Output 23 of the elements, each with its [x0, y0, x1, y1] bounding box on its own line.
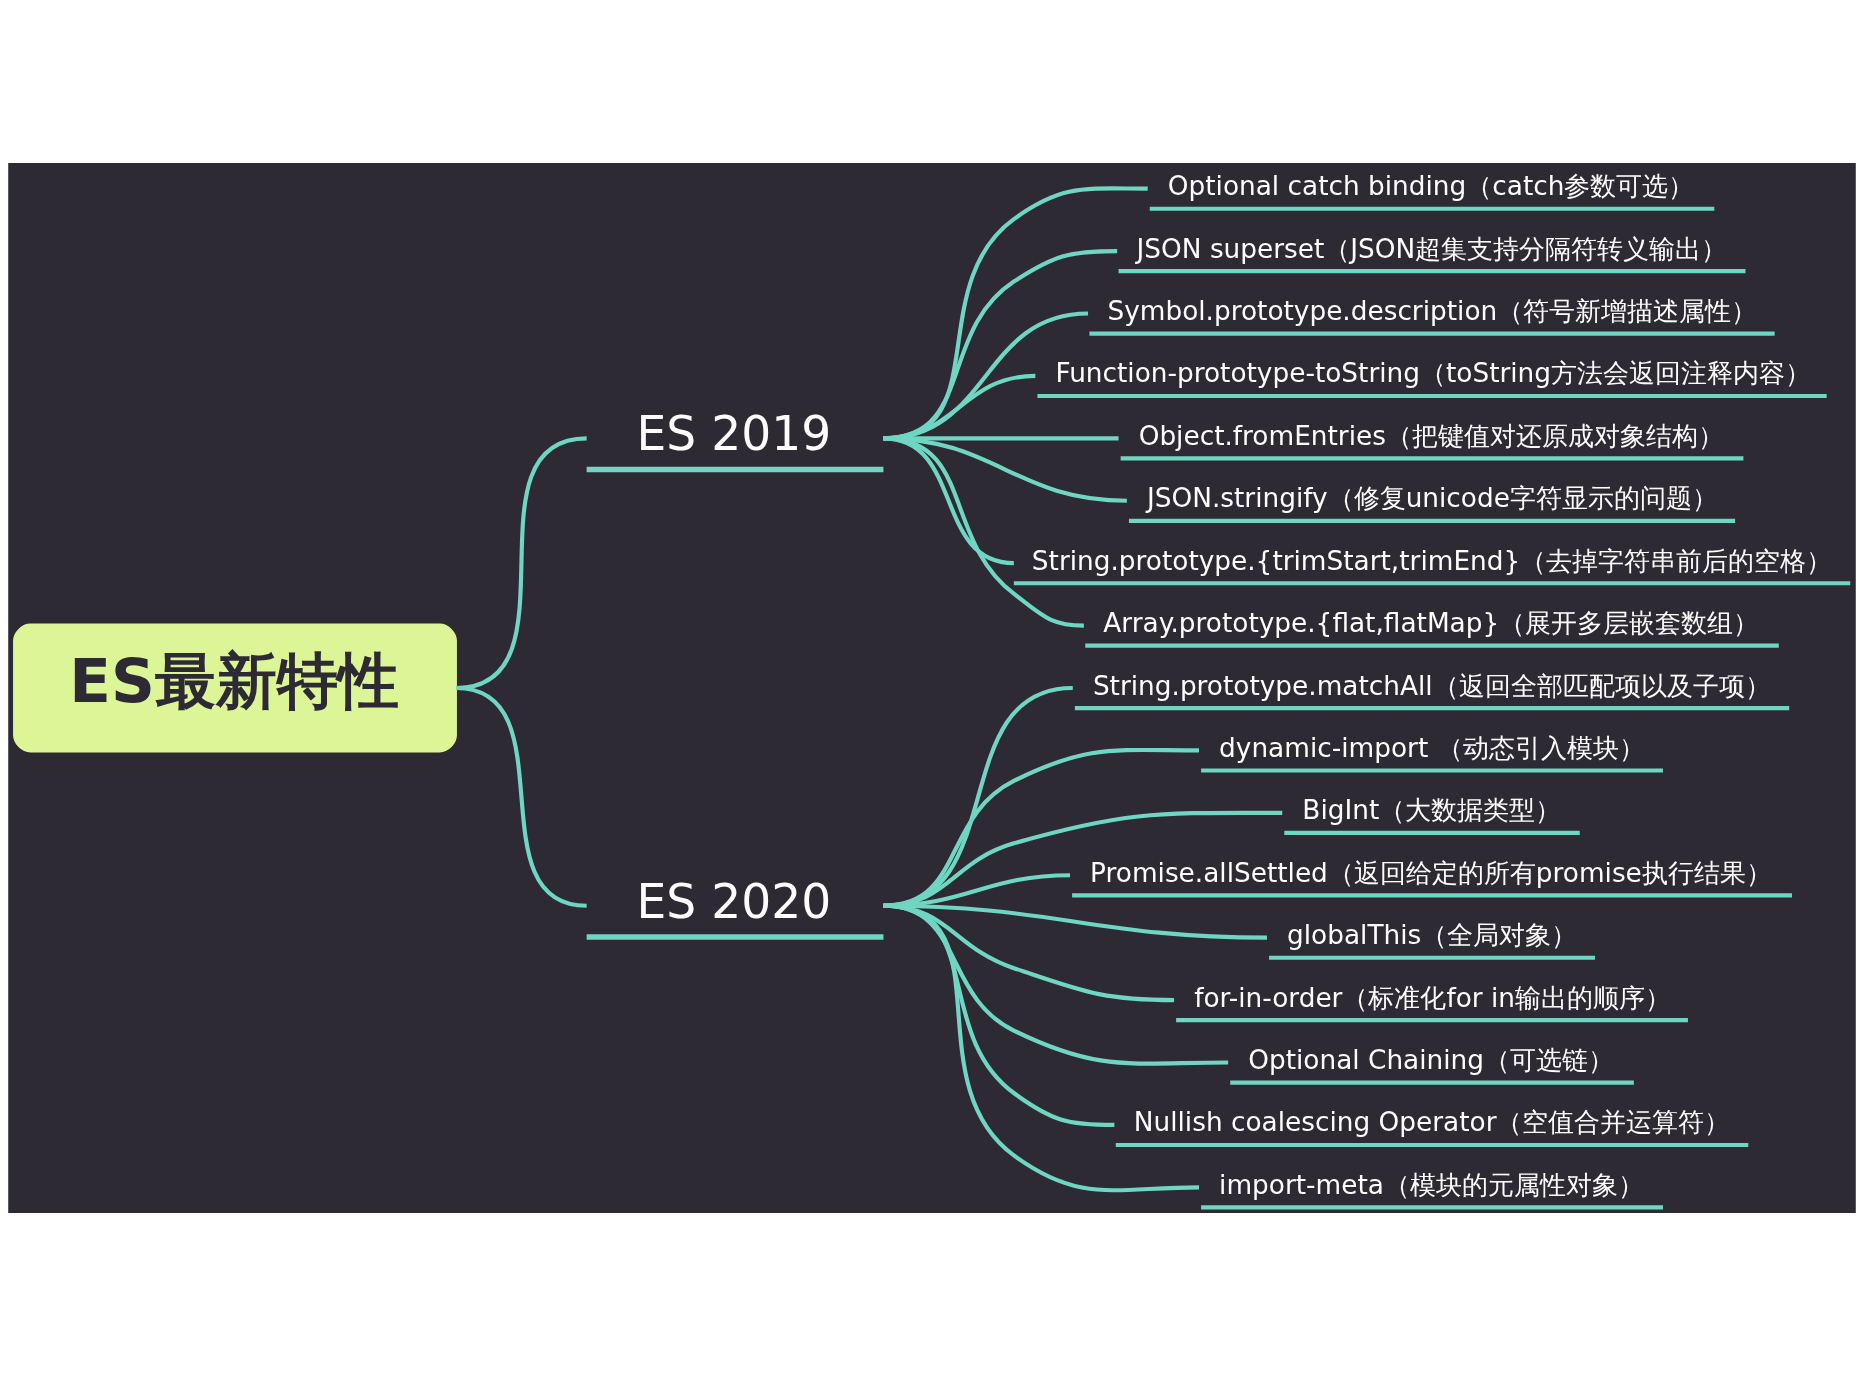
connector	[883, 436, 1084, 628]
node-text: ES 2019	[636, 406, 832, 462]
node-text: String.prototype.matchAll（返回全部匹配项以及子项）	[1092, 670, 1771, 701]
node-text: dynamic-import （动态引入模块）	[1219, 732, 1645, 763]
node-text: Object.fromEntries（把键值对还原成对象结构）	[1138, 420, 1724, 451]
node-text: Array.prototype.{flat,flatMap}（展开多层嵌套数组）	[1103, 608, 1760, 639]
node-text: ES 2020	[636, 873, 832, 929]
node-text: Optional Chaining（可选链）	[1248, 1045, 1614, 1076]
node-text: JSON superset（JSON超集支持分隔符转义输出）	[1136, 233, 1728, 264]
node-text: JSON.stringify（修复unicode字符显示的问题）	[1146, 483, 1718, 514]
node-text: Optional catch binding（catch参数可选）	[1167, 171, 1695, 202]
node-text: Function-prototype-toString（toString方法会返回注释内容）	[1055, 358, 1812, 389]
node-text: String.prototype.{trimStart,trimEnd}（去掉字符串前后的空格）	[1031, 545, 1833, 576]
node-box: ES最新特性	[13, 623, 457, 753]
node-text: Symbol.prototype.description（符号新增描述属性）	[1107, 296, 1758, 327]
node-text: import-meta（模块的元属性对象）	[1219, 1169, 1644, 1200]
node-text: for-in-order（标准化for in输出的顺序）	[1194, 982, 1672, 1013]
connector	[883, 903, 1200, 1193]
node-text: globalThis（全局对象）	[1287, 920, 1578, 951]
node-text: Nullish coalescing Operator（空值合并运算符）	[1133, 1107, 1731, 1138]
connector	[455, 685, 587, 908]
node-text: BigInt（大数据类型）	[1302, 795, 1562, 826]
node-text: Promise.allSettled（返回给定的所有promise执行结果）	[1090, 857, 1772, 888]
